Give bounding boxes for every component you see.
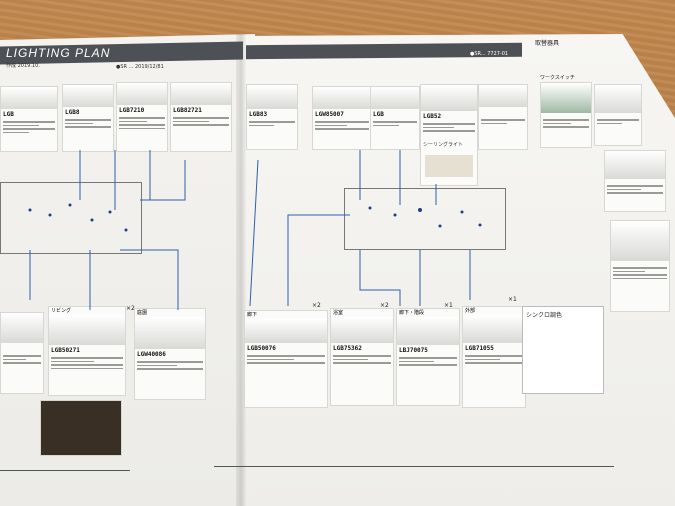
floor-plan-right: [344, 188, 506, 250]
product-card: 外部 LGB71055: [462, 306, 526, 408]
product-card: LGB: [0, 86, 58, 152]
floor-plan-left: [0, 182, 142, 254]
spec-card: [604, 150, 666, 212]
product-card: リビング LGB50271: [48, 306, 126, 396]
quantity-label: ×2: [380, 302, 389, 309]
quantity-label: ×2: [312, 302, 321, 309]
ceiling-light-label: シーリングライト: [423, 142, 464, 148]
right-panel-label: 取替器具: [535, 40, 560, 47]
right-panel-sub: ワークスイッチ: [540, 75, 575, 81]
bottom-rule-right: [214, 466, 614, 467]
product-card: [478, 84, 528, 150]
paper-fold: [236, 34, 246, 506]
sinkuro-callout: シンクロ調色: [522, 306, 604, 394]
page-title: LIGHTING PLAN: [6, 46, 111, 60]
product-card: LGB52 シーリングライト: [420, 84, 478, 186]
spec-card: [540, 82, 592, 148]
product-card: LGB8: [62, 84, 114, 152]
header-mid-sub: ●SR ... 2019/12/81: [116, 64, 164, 70]
quantity-label: ×2: [126, 305, 135, 312]
spec-card: [610, 220, 670, 312]
quantity-label: ×1: [508, 296, 517, 303]
room-photo: [425, 155, 473, 177]
header-right-sub: ●SR... 7727-01: [470, 51, 509, 57]
product-card: 庭園 LGW40086: [134, 308, 206, 400]
product-card: 浴室 LGB75362: [330, 308, 394, 406]
product-card: LGW85007: [312, 86, 372, 150]
product-card: [0, 312, 44, 394]
spec-card: [594, 84, 642, 146]
product-card: LGB: [370, 86, 420, 150]
product-card: LGB82721: [170, 82, 232, 152]
product-card: 廊下・階段 LBJ70075: [396, 308, 460, 406]
product-card: LGB7210: [116, 82, 168, 152]
product-card: 廊下 LGB50076: [244, 310, 328, 408]
bottom-rule-left: [0, 470, 130, 471]
header-left-sub: 作成 2019.10.: [6, 63, 40, 69]
quantity-label: ×1: [444, 302, 453, 309]
product-card: LGB83: [246, 84, 298, 150]
room-photo: [40, 400, 122, 456]
